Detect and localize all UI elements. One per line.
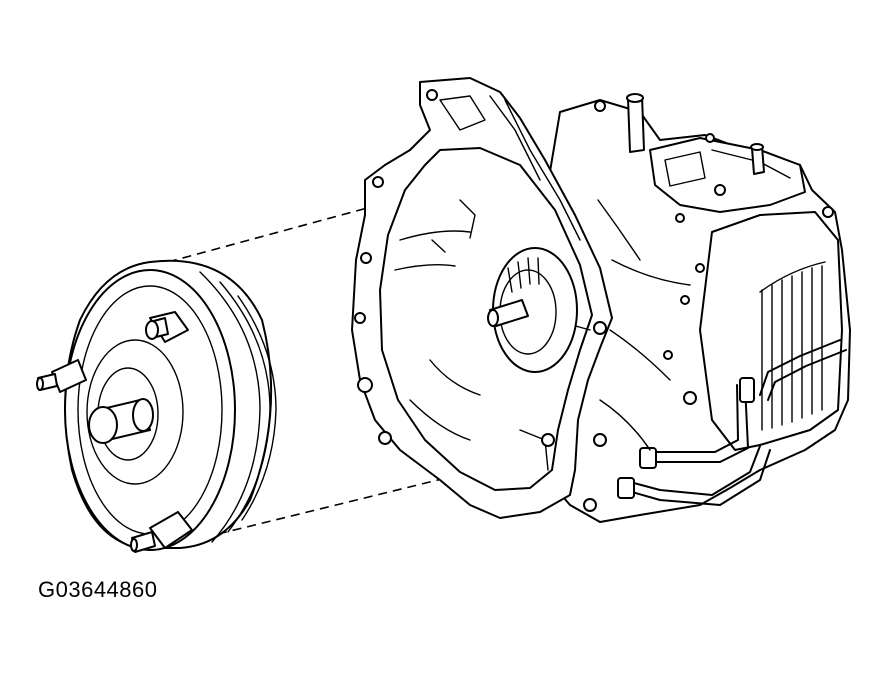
top-fittings	[593, 93, 834, 447]
bell-housing-rim	[379, 147, 593, 491]
bell-housing-flange	[351, 77, 613, 519]
side-cover	[699, 211, 843, 451]
cover-fins	[759, 261, 826, 431]
converter-pilot	[88, 398, 154, 444]
input-shaft	[487, 247, 578, 373]
flange-bolt-holes	[354, 89, 607, 512]
breather-tube	[627, 95, 645, 153]
cooler-pipes	[617, 339, 847, 506]
transaxle-assembly	[351, 77, 851, 523]
converter-studs	[36, 311, 193, 553]
housing-ribs	[394, 95, 691, 471]
valve-body	[649, 137, 806, 213]
torque-converter	[36, 259, 277, 553]
figure-code-label: G03644860	[38, 577, 158, 602]
